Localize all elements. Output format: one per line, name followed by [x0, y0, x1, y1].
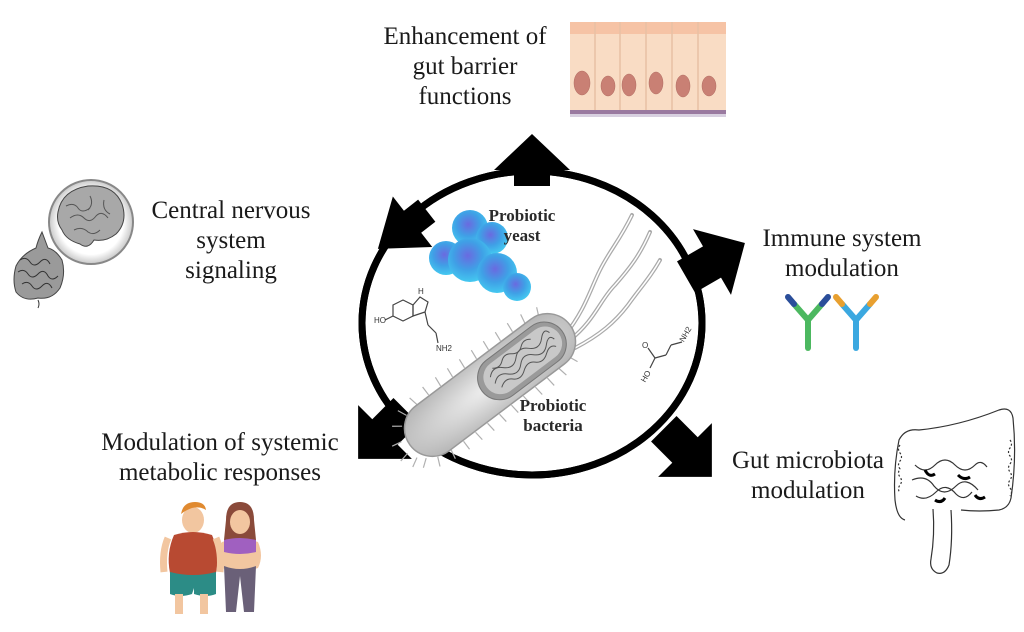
bacterium-icon [391, 307, 578, 468]
label-gut-barrier-line1: Enhancement of [383, 23, 547, 50]
serotonin-structure [384, 296, 439, 344]
yeast-icon [429, 210, 531, 301]
label-microbiota: Gut microbiota modulation [718, 446, 898, 506]
label-metabolic: Modulation of systemic metabolic respons… [80, 428, 360, 488]
serotonin-ho: HO [374, 316, 386, 325]
label-bacteria-line1: Probiotic [519, 396, 587, 415]
arrow-up [494, 134, 570, 186]
brain-gut-icon [13, 179, 134, 309]
intestine-icon [893, 408, 1016, 574]
label-cns: Central nervous system signaling [136, 196, 326, 286]
people-icon [160, 502, 261, 614]
label-cns-line3: signaling [185, 257, 277, 284]
arrow-downright [651, 416, 712, 477]
label-immune-line2: modulation [785, 255, 899, 282]
label-gut-barrier-line3: functions [418, 83, 512, 110]
antibodies-icon [785, 294, 879, 351]
serotonin-nh: H [418, 287, 424, 296]
label-immune-line1: Immune system [762, 225, 922, 252]
label-gut-barrier-line2: gut barrier [412, 53, 518, 80]
gaba-o: O [642, 341, 648, 350]
label-metabolic-line1: Modulation of systemic [101, 429, 339, 456]
label-gut-barrier: Enhancement of gut barrier functions [370, 22, 560, 112]
label-yeast-line2: yeast [503, 226, 541, 245]
label-yeast-line1: Probiotic [488, 206, 556, 225]
label-probiotic-bacteria: Probiotic bacteria [508, 396, 598, 436]
label-microbiota-line1: Gut microbiota [731, 447, 885, 474]
label-cns-line1: Central nervous [151, 197, 311, 224]
label-microbiota-line2: modulation [751, 477, 865, 504]
label-bacteria-line2: bacteria [523, 416, 583, 435]
antibody-blue [833, 294, 879, 351]
serotonin-nh2: NH2 [436, 344, 453, 353]
epithelial-cells-icon [570, 22, 726, 117]
person-man [160, 502, 224, 614]
antibody-green [785, 294, 831, 351]
label-cns-line2: system [196, 227, 266, 254]
gaba-structure [647, 341, 683, 369]
label-probiotic-yeast: Probiotic yeast [482, 206, 562, 246]
label-immune: Immune system modulation [742, 224, 942, 284]
label-metabolic-line2: metabolic responses [118, 459, 322, 486]
person-woman [219, 502, 261, 612]
